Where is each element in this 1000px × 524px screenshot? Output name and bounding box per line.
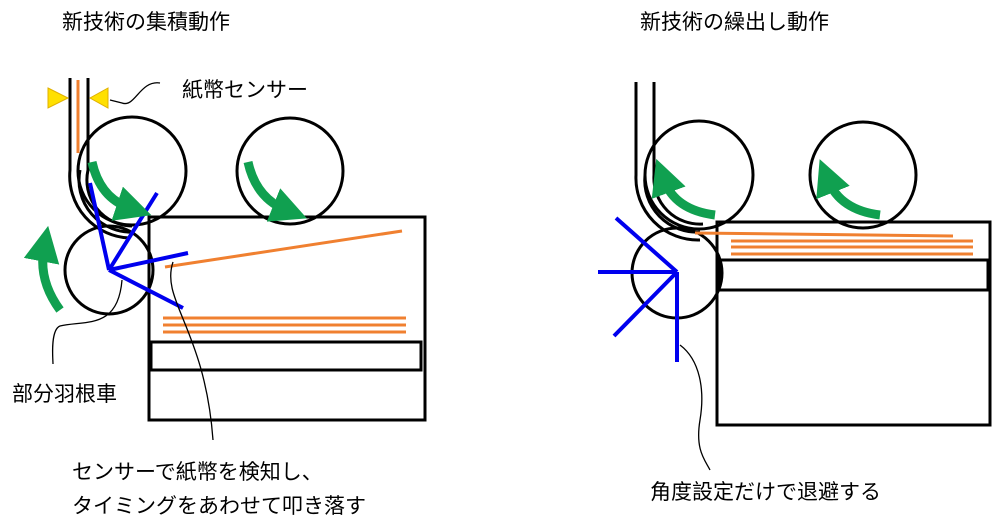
rotation-arrows xyxy=(23,158,881,313)
leader-lines xyxy=(51,82,711,471)
impeller-label: 部分羽根車 xyxy=(12,382,117,406)
left-caption-line2: タイミングをあわせて叩き落す xyxy=(72,494,366,518)
left-caption-line1: センサーで紙幣を検知し、 xyxy=(72,460,323,484)
right-title: 新技術の繰出し動作 xyxy=(640,10,829,34)
stacker-plate xyxy=(717,258,990,292)
left-title: 新技術の集積動作 xyxy=(62,10,230,34)
sensor-left-icon xyxy=(47,87,70,109)
left-mechanism xyxy=(63,78,427,422)
banknotes xyxy=(76,80,973,334)
sensor-right-icon xyxy=(88,87,109,109)
chute-outer xyxy=(68,78,131,240)
upper-roller xyxy=(76,115,188,227)
impeller-blades xyxy=(88,182,679,362)
upper-roller xyxy=(643,119,755,231)
stacker-box xyxy=(715,220,992,427)
stacker-plate xyxy=(149,340,423,372)
right-caption: 角度設定だけで退避する xyxy=(650,480,881,504)
sensor-label: 紙幣センサー xyxy=(182,78,308,102)
feed-roller xyxy=(808,120,918,230)
transport-roller xyxy=(235,116,345,226)
